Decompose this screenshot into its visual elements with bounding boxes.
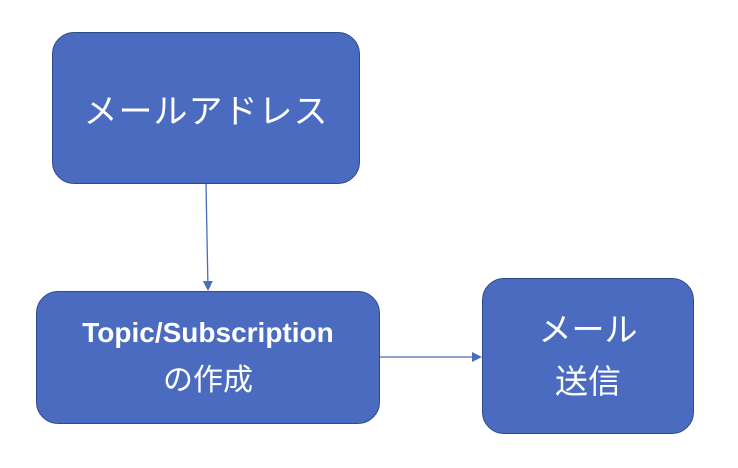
node-topic-subscription-label-line1: Topic/Subscription [82,316,334,348]
node-email-address-label: メールアドレス [83,91,329,132]
node-send-mail-label-line1: メール [538,310,638,349]
node-topic-subscription-label-line2: の作成 [163,362,253,398]
node-send-mail[interactable]: メール 送信 [482,278,694,434]
node-topic-subscription[interactable]: Topic/Subscription の作成 [36,291,380,424]
node-send-mail-label-line2: 送信 [555,362,621,401]
edge-email-to-topic [202,183,213,291]
node-email-address[interactable]: メールアドレス [52,32,360,184]
